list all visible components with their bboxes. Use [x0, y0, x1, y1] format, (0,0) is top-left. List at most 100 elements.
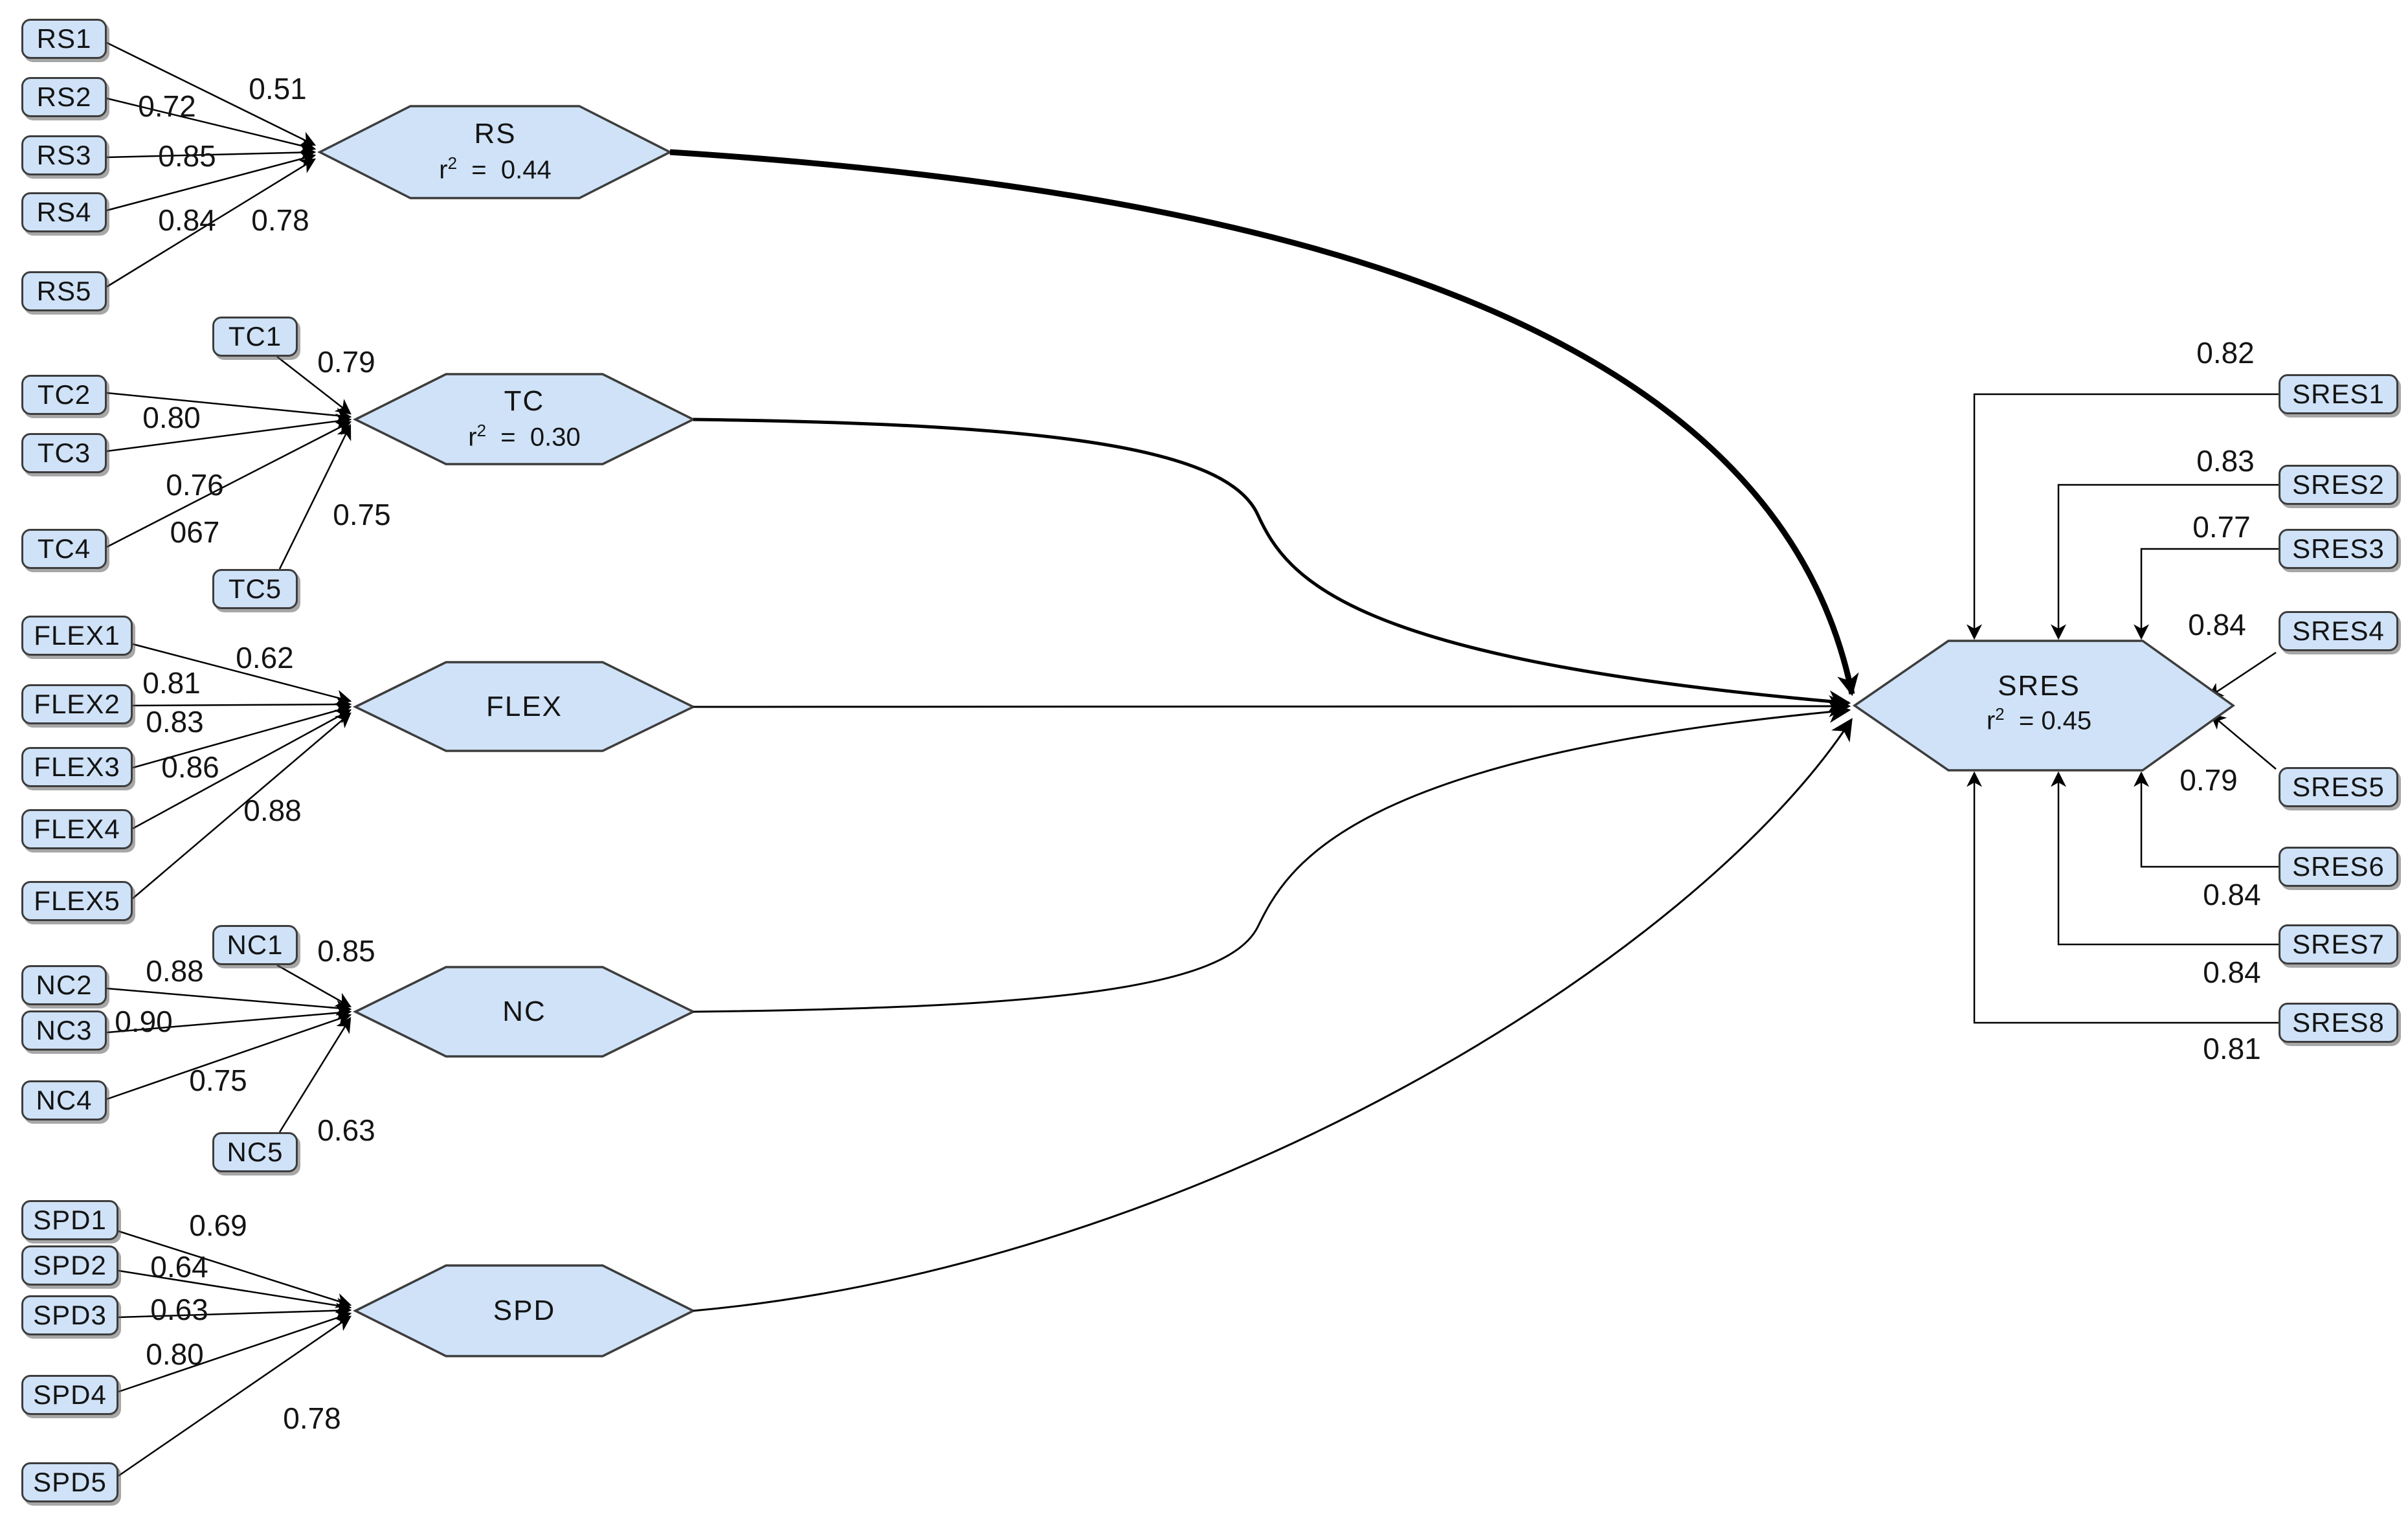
- indicator-flex4: FLEX4: [21, 809, 133, 849]
- loading-flex1: 0.62: [236, 641, 294, 674]
- loading-tc3: 0.76: [166, 468, 224, 502]
- edge-spd5-to-spd: [118, 1315, 351, 1477]
- indicator-nc2: NC2: [21, 965, 107, 1005]
- loading-sres5: 0.79: [2179, 763, 2238, 797]
- r-symbol: r: [439, 155, 448, 184]
- indicator-rs3: RS3: [21, 135, 107, 175]
- indicator-nc4: NC4: [21, 1080, 107, 1120]
- indicator-rs2: RS2: [21, 77, 107, 117]
- edge-nc4-to-nc: [106, 1012, 352, 1100]
- loading-sres2: 0.83: [2196, 444, 2255, 478]
- loading-tc4: 067: [170, 515, 220, 549]
- rs-r-squared: r2 = 0.44: [439, 153, 552, 185]
- sres-construct-hexagon: [1852, 640, 2236, 772]
- spd-construct-label: SPD: [493, 1295, 556, 1326]
- loading-sres3: 0.77: [2192, 510, 2251, 544]
- loading-nc2: 0.88: [146, 954, 204, 988]
- indicator-nc5: NC5: [212, 1132, 298, 1172]
- edge-rs2-to-rs: [106, 97, 317, 153]
- r-squared-value: = 0.30: [486, 423, 581, 452]
- indicator-nc1: NC1: [212, 925, 298, 965]
- tc-construct-label: TC: [504, 385, 545, 417]
- edge-nc2-to-nc: [106, 987, 352, 1016]
- indicator-tc4: TC4: [21, 529, 107, 569]
- edge-sres6-to-sres: [2134, 771, 2279, 868]
- r-exponent: 2: [476, 421, 487, 441]
- edge-sres7-to-sres: [2051, 771, 2279, 946]
- loading-nc1: 0.85: [317, 934, 375, 968]
- indicator-sres3: SRES3: [2279, 529, 2398, 569]
- loading-tc5: 0.75: [333, 498, 391, 531]
- indicator-tc1: TC1: [212, 317, 298, 357]
- loading-rs4: 0.84: [158, 203, 216, 237]
- loading-flex2: 0.81: [142, 666, 201, 700]
- indicator-sres2: SRES2: [2279, 465, 2398, 505]
- indicator-nc3: NC3: [21, 1010, 107, 1051]
- edge-nc3-to-nc: [106, 1005, 352, 1034]
- edge-tc1-to-tc: [276, 356, 351, 415]
- loading-spd2: 0.64: [150, 1250, 208, 1284]
- loading-rs3: 0.85: [158, 139, 216, 173]
- sres-construct-label: SRES: [1998, 670, 2080, 702]
- loading-tc1: 0.79: [317, 345, 375, 379]
- r-exponent: 2: [447, 153, 458, 173]
- indicator-sres6: SRES6: [2279, 847, 2398, 887]
- indicator-tc2: TC2: [21, 375, 107, 415]
- loading-rs5: 0.78: [251, 203, 309, 237]
- flex-construct-label: FLEX: [485, 691, 563, 722]
- indicator-spd3: SPD3: [21, 1295, 118, 1335]
- loading-rs2: 0.72: [138, 89, 196, 123]
- loading-nc5: 0.63: [317, 1113, 375, 1147]
- loading-flex3: 0.83: [146, 705, 204, 739]
- r-exponent: 2: [1995, 704, 2005, 724]
- edge-sres3-to-sres: [2134, 548, 2279, 640]
- edge-spd1-to-spd: [118, 1230, 352, 1308]
- edge-flex4-to-flex: [132, 709, 352, 830]
- rs-construct-label: RS: [474, 118, 517, 150]
- indicator-spd1: SPD1: [21, 1200, 118, 1240]
- indicator-sres1: SRES1: [2279, 374, 2398, 414]
- edge-rs4-to-rs: [106, 151, 317, 212]
- loading-nc4: 0.75: [189, 1064, 247, 1097]
- loading-sres4: 0.84: [2188, 608, 2246, 641]
- r-squared-value: = 0.45: [2004, 706, 2092, 735]
- r-squared-value: = 0.44: [457, 155, 552, 184]
- loading-spd4: 0.80: [146, 1337, 204, 1371]
- edge-tc3-to-tc: [106, 413, 352, 452]
- path-tc-to-sres: [693, 418, 1851, 713]
- indicator-spd2: SPD2: [21, 1245, 118, 1286]
- indicator-sres8: SRES8: [2279, 1003, 2398, 1043]
- path-spd-to-sres: [693, 718, 1853, 1312]
- edge-sres8-to-sres: [1967, 771, 2279, 1024]
- loading-flex4: 0.86: [161, 750, 219, 784]
- indicator-sres7: SRES7: [2279, 924, 2398, 964]
- path-rs-to-sres: [669, 149, 1859, 697]
- indicator-flex1: FLEX1: [21, 616, 133, 656]
- edge-nc5-to-nc: [278, 1016, 351, 1133]
- edge-rs3-to-rs: [106, 144, 317, 161]
- loading-spd1: 0.69: [189, 1209, 247, 1242]
- path-nc-to-sres: [693, 700, 1851, 1013]
- indicator-flex5: FLEX5: [21, 881, 133, 921]
- edge-flex3-to-flex: [132, 703, 352, 769]
- edge-rs1-to-rs: [106, 41, 317, 146]
- loading-spd3: 0.63: [150, 1293, 208, 1326]
- edge-sres1-to-sres: [1967, 393, 2279, 640]
- indicator-rs4: RS4: [21, 192, 107, 232]
- indicator-spd4: SPD4: [21, 1375, 118, 1415]
- sres-r-squared: r2 = 0.45: [1986, 704, 2092, 736]
- r-symbol: r: [1986, 706, 1996, 735]
- indicator-flex2: FLEX2: [21, 684, 133, 724]
- indicator-rs1: RS1: [21, 19, 107, 59]
- edge-spd2-to-spd: [118, 1269, 352, 1313]
- loading-nc3: 0.90: [115, 1005, 173, 1038]
- loading-flex5: 0.88: [243, 794, 302, 827]
- indicator-tc5: TC5: [212, 569, 298, 609]
- edge-flex2-to-flex: [132, 697, 352, 713]
- indicator-flex3: FLEX3: [21, 747, 133, 787]
- loading-sres7: 0.84: [2203, 955, 2261, 989]
- tc-r-squared: r2 = 0.30: [468, 421, 581, 452]
- indicator-rs5: RS5: [21, 271, 107, 311]
- edge-tc5-to-tc: [278, 423, 351, 570]
